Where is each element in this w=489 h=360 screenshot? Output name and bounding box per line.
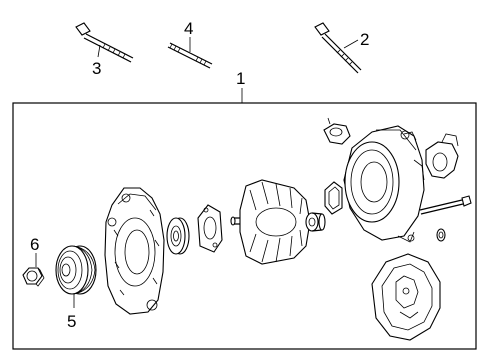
leader-2 — [343, 39, 359, 49]
rear-housing-stator — [343, 125, 425, 243]
drive-end-frame — [104, 187, 165, 315]
rotor — [230, 179, 326, 265]
washer — [436, 228, 446, 242]
callout-1: 1 — [236, 69, 245, 88]
bearing — [166, 217, 190, 255]
callout-4: 4 — [184, 19, 193, 38]
bolt-part-2 — [314, 22, 362, 74]
assembly-frame — [12, 102, 477, 350]
nut-part-6 — [22, 267, 45, 287]
voltage-regulator — [425, 133, 459, 179]
callout-6: 6 — [30, 235, 39, 254]
pulley-part-5 — [55, 245, 97, 295]
callout-2: 2 — [360, 30, 369, 49]
callout-5: 5 — [67, 312, 76, 331]
rear-cover — [371, 253, 441, 341]
gasket — [324, 181, 343, 215]
bolt-part-3 — [75, 22, 134, 63]
callout-3: 3 — [92, 59, 101, 78]
through-bolt — [419, 195, 472, 215]
stud-part-4 — [167, 42, 213, 69]
bearing-retainer-plate — [197, 204, 223, 253]
terminal-cap — [323, 117, 351, 145]
leader-3 — [97, 44, 101, 58]
